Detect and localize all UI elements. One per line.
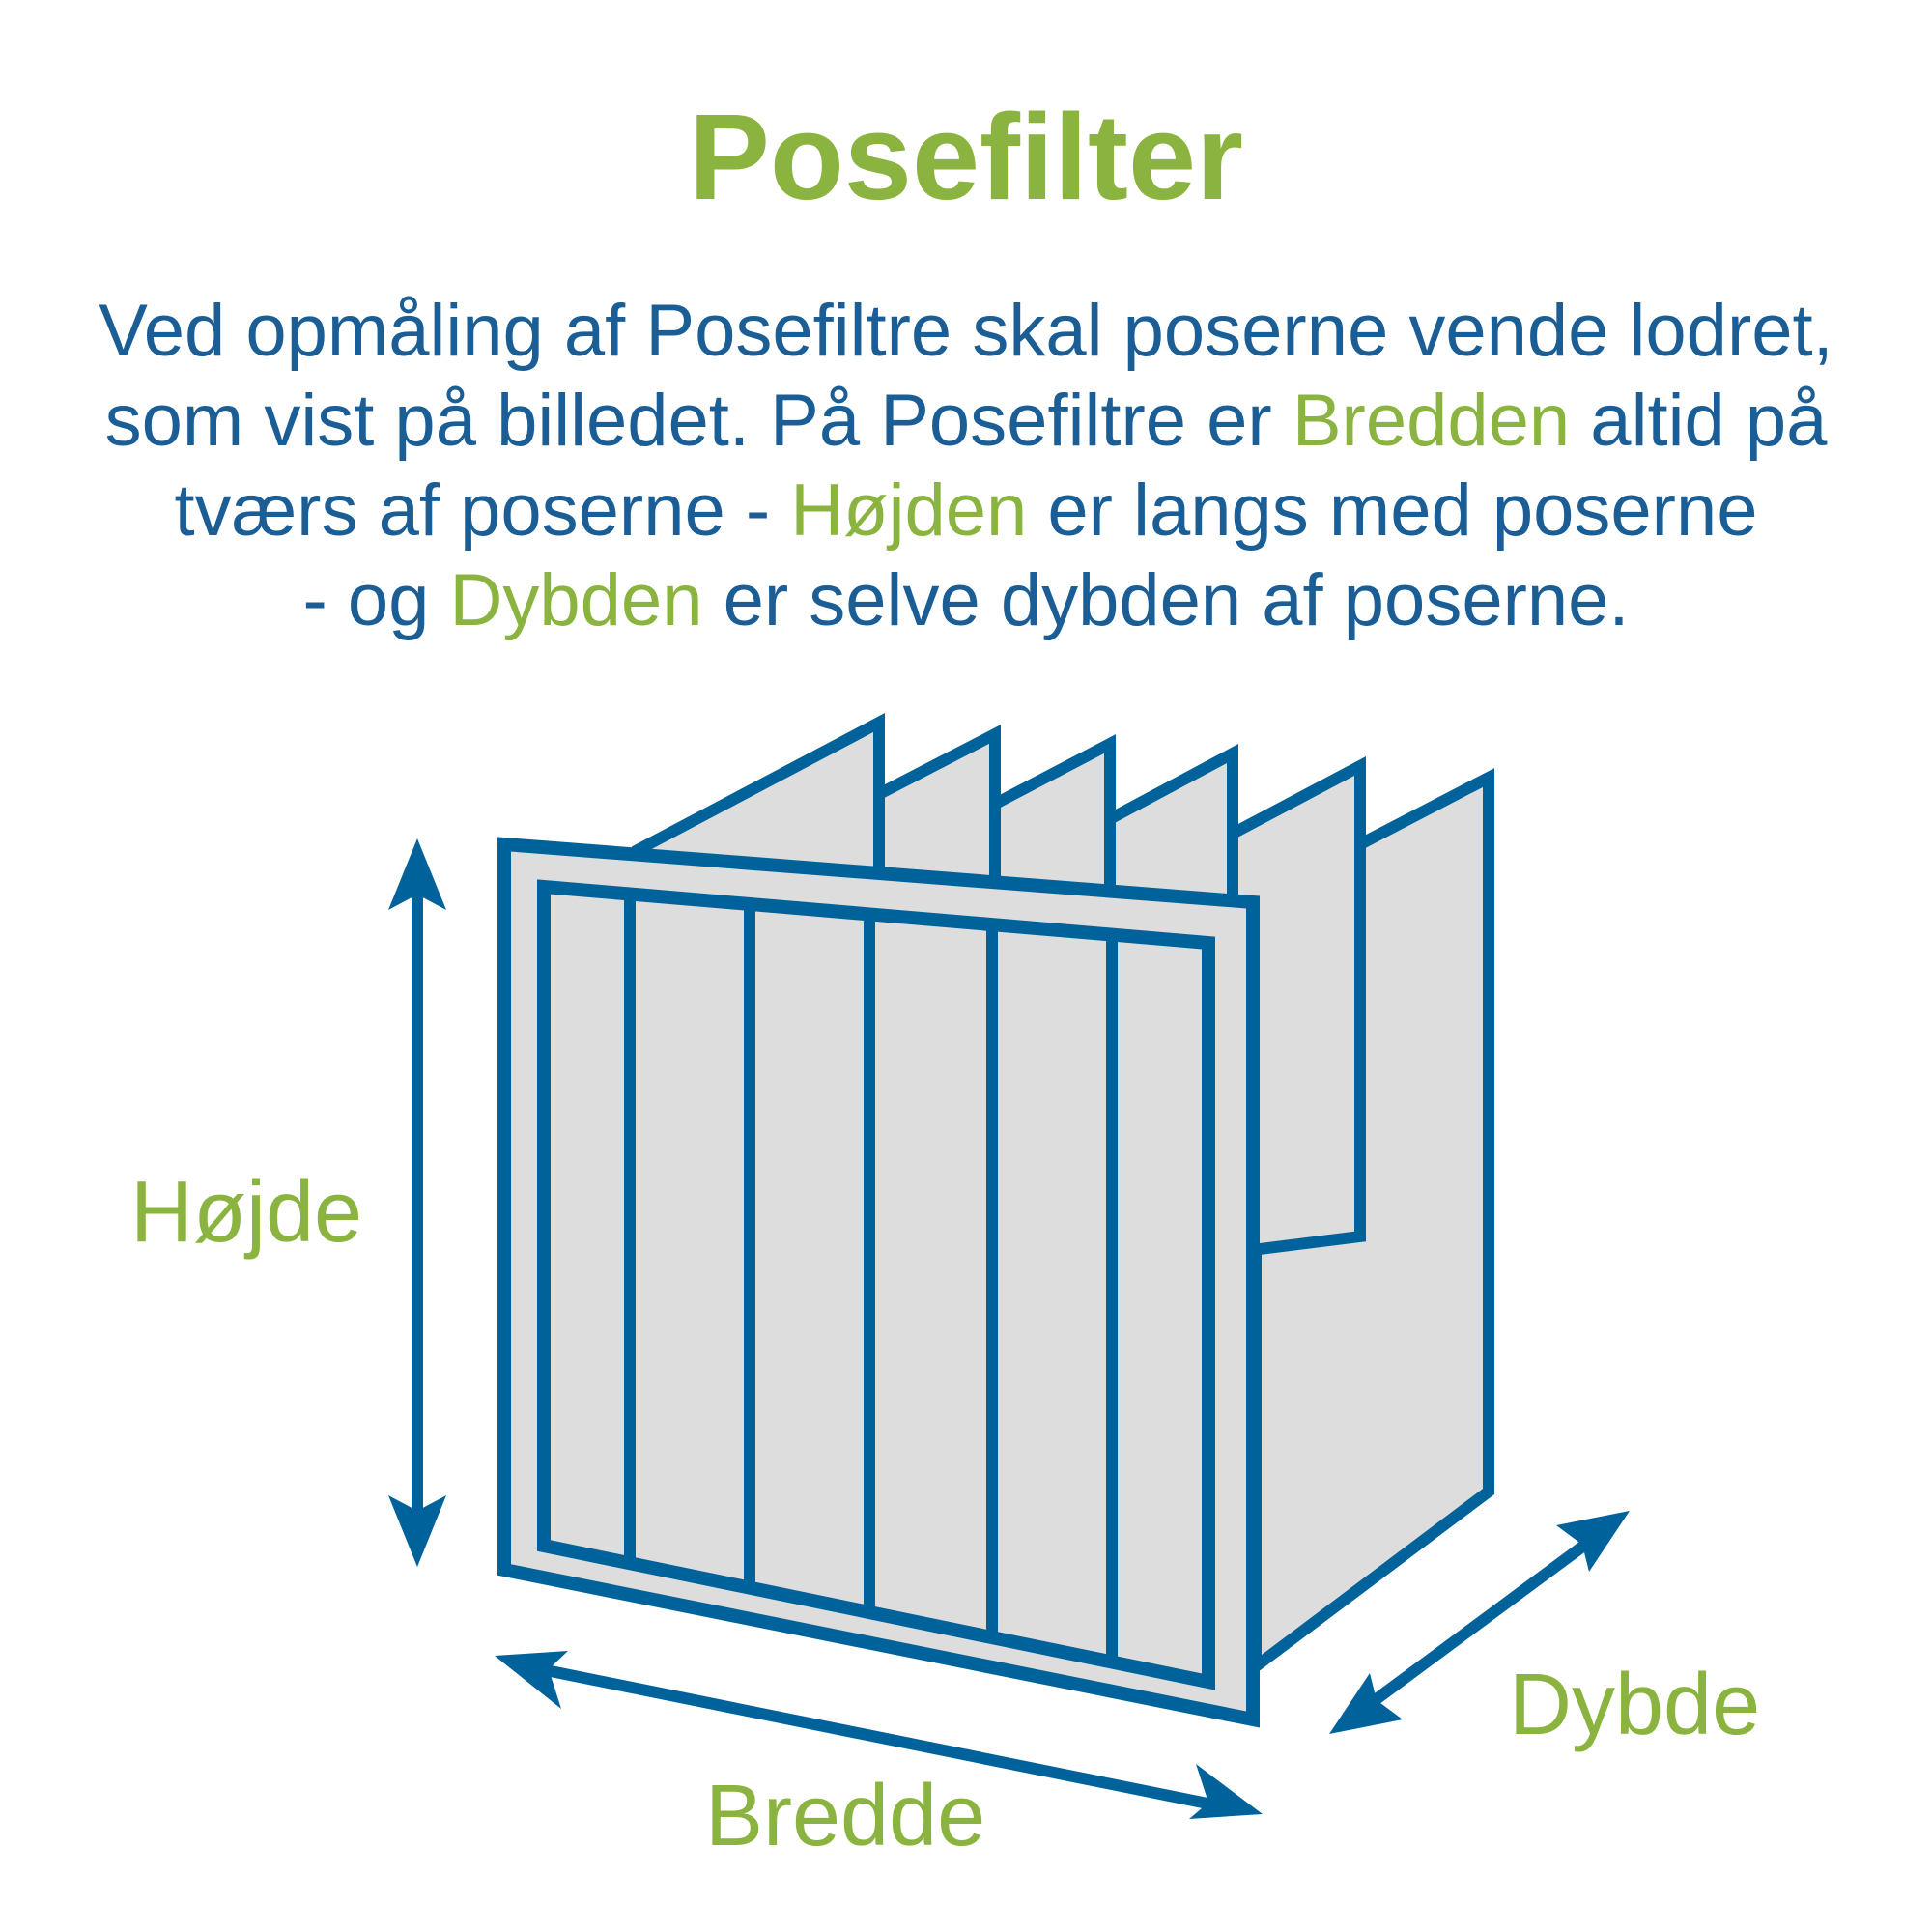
filter-frame — [497, 837, 1260, 1728]
description-line-3: tværs af poserne - Højden er langs med p… — [39, 466, 1893, 555]
width-arrow — [495, 1651, 1263, 1819]
highlight-bredden: Bredden — [1292, 380, 1571, 462]
description-text: er selve dybden af poserne. — [702, 559, 1630, 641]
frame-inner — [537, 879, 1215, 1690]
description-line-2: som vist på billedet. På Posefiltre er B… — [39, 376, 1893, 466]
description-text: som vist på billedet. På Posefiltre er — [104, 380, 1293, 462]
bag-dividers — [624, 895, 1118, 1660]
description-line-1: Ved opmåling af Posefiltre skal poserne … — [39, 286, 1893, 376]
highlight-hojden: Højden — [790, 469, 1028, 552]
description-text: altid på — [1570, 380, 1828, 462]
highlight-dybden: Dybden — [449, 559, 703, 641]
dimension-arrows — [388, 838, 1630, 1819]
description-text: er langs med poserne — [1027, 469, 1758, 552]
description: Ved opmåling af Posefiltre skal poserne … — [39, 286, 1893, 645]
page-title: Posefilter — [688, 89, 1244, 225]
description-text: tværs af poserne - — [174, 469, 791, 552]
depth-arrow — [1329, 1511, 1630, 1734]
description-line-4: - og Dybden er selve dybden af poserne. — [39, 555, 1893, 645]
height-label: Højde — [130, 1164, 363, 1261]
height-arrow — [388, 838, 446, 1567]
width-label: Bredde — [705, 1768, 986, 1864]
description-text: - og — [302, 559, 450, 641]
depth-label: Dybde — [1509, 1657, 1761, 1753]
description-text: Ved opmåling af Posefiltre skal poserne … — [99, 290, 1833, 372]
